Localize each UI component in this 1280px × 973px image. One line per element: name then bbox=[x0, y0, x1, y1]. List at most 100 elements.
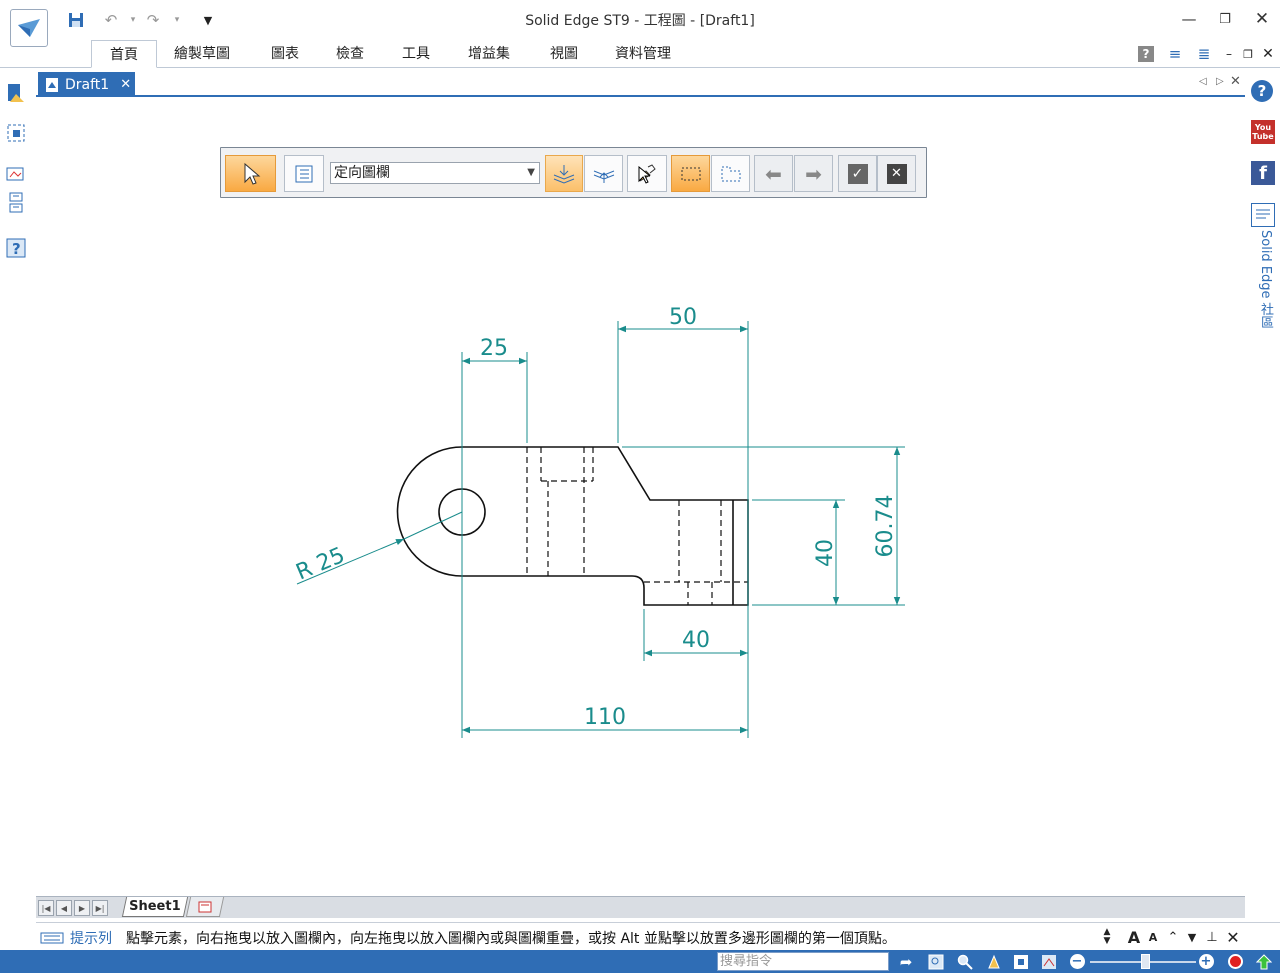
layers-icon[interactable] bbox=[3, 162, 29, 188]
tab-data-management[interactable]: 資料管理 bbox=[615, 46, 671, 62]
next-sheet-icon[interactable]: ▶ bbox=[74, 900, 90, 916]
polygon-fence-button[interactable] bbox=[711, 155, 750, 192]
undo-dropdown-icon[interactable]: ▾ bbox=[130, 15, 136, 25]
collapse-down-icon[interactable]: ▼ bbox=[1187, 930, 1197, 944]
pan-icon[interactable] bbox=[985, 953, 1003, 970]
arrow-left-icon: ⬅ bbox=[765, 161, 782, 186]
restore-icon[interactable]: ❐ bbox=[1219, 11, 1231, 27]
view-style-icon[interactable] bbox=[1040, 953, 1058, 970]
tab-tools[interactable]: 工具 bbox=[402, 46, 430, 62]
prompt-close-icon[interactable]: ✕ bbox=[1226, 927, 1240, 947]
selection-filter-dropdown[interactable]: 定向圖欄 ▼ bbox=[330, 162, 540, 184]
facebook-icon[interactable]: f bbox=[1251, 161, 1275, 185]
select-overlap-button[interactable] bbox=[584, 155, 623, 192]
undo-icon[interactable]: ↶ bbox=[104, 11, 118, 29]
help-circle-icon[interactable]: ? bbox=[1251, 80, 1273, 102]
pin-icon[interactable]: ⊥ bbox=[1206, 929, 1218, 945]
left-tool-bar: ? bbox=[0, 70, 36, 950]
doc-minimize-icon[interactable]: – bbox=[1226, 47, 1232, 61]
community-icon[interactable] bbox=[1251, 203, 1275, 227]
prompt-scroll-icon[interactable]: ▲▼ bbox=[1103, 927, 1111, 946]
dimension-lines bbox=[296, 321, 905, 738]
application-button[interactable] bbox=[10, 9, 48, 47]
cancel-button[interactable]: ✕ bbox=[877, 155, 916, 192]
zoom-area-icon[interactable] bbox=[927, 953, 945, 970]
save-icon[interactable] bbox=[66, 10, 86, 30]
redo-icon[interactable]: ↷ bbox=[146, 11, 160, 29]
sheet-tab-sheet1[interactable]: Sheet1 bbox=[121, 897, 189, 917]
zoom-in-icon[interactable]: + bbox=[1197, 953, 1215, 970]
part-outline[interactable] bbox=[396, 446, 749, 606]
font-larger-icon[interactable]: A bbox=[1127, 927, 1141, 947]
zoom-slider-thumb[interactable] bbox=[1141, 954, 1150, 969]
dim-r25-text[interactable]: R 25 bbox=[293, 543, 349, 586]
minimize-icon[interactable]: — bbox=[1181, 10, 1197, 28]
grid-icon[interactable] bbox=[3, 190, 29, 216]
select-inside-button[interactable] bbox=[545, 155, 583, 192]
dim-40-horizontal-text[interactable]: 40 bbox=[682, 628, 710, 653]
customize-qat-icon[interactable]: ▼ bbox=[203, 13, 213, 27]
command-search-input[interactable]: 搜尋指令 bbox=[717, 952, 889, 971]
redo-dropdown-icon[interactable]: ▾ bbox=[174, 15, 180, 25]
tab-close-all-icon[interactable]: ✕ bbox=[1230, 74, 1241, 89]
prev-sheet-icon[interactable]: ◀ bbox=[56, 900, 72, 916]
window-arrange-icon[interactable]: ≣ bbox=[1197, 45, 1211, 63]
hidden-lines[interactable] bbox=[526, 447, 748, 605]
command-go-icon[interactable]: ➦ bbox=[899, 952, 913, 971]
highlight-button[interactable] bbox=[627, 155, 667, 192]
library-icon[interactable] bbox=[3, 80, 29, 106]
options-button[interactable] bbox=[284, 155, 324, 192]
previous-button[interactable]: ⬅ bbox=[754, 155, 793, 192]
zoom-icon[interactable] bbox=[956, 953, 974, 970]
next-button[interactable]: ➡ bbox=[794, 155, 833, 192]
tab-sketch[interactable]: 繪製草圖 bbox=[174, 46, 230, 62]
accept-button[interactable]: ✓ bbox=[838, 155, 877, 192]
layers-up-icon bbox=[593, 170, 614, 183]
dim-25-text[interactable]: 25 bbox=[480, 336, 508, 361]
rectangle-fence-icon bbox=[681, 167, 700, 180]
ribbon-options-icon[interactable]: ≡ bbox=[1168, 45, 1182, 63]
zoom-out-icon[interactable]: − bbox=[1068, 953, 1086, 970]
tab-scroll-left-icon[interactable]: ◁ bbox=[1199, 76, 1207, 87]
doc-restore-icon[interactable]: ❐ bbox=[1243, 47, 1253, 61]
tab-home[interactable]: 首頁 bbox=[91, 40, 157, 68]
rectangle-fence-button[interactable] bbox=[671, 155, 710, 192]
tab-view[interactable]: 視圖 bbox=[550, 46, 578, 62]
prompt-label: 提示列 bbox=[40, 928, 112, 948]
last-sheet-icon[interactable]: ▶| bbox=[92, 900, 108, 916]
document-tab-label: Draft1 bbox=[65, 76, 110, 93]
record-icon[interactable] bbox=[1226, 953, 1244, 970]
doc-close-icon[interactable]: ✕ bbox=[1262, 46, 1274, 62]
fit-icon[interactable] bbox=[1012, 953, 1030, 970]
dim-50-text[interactable]: 50 bbox=[669, 305, 697, 330]
dim-40-vertical-text[interactable]: 40 bbox=[813, 539, 838, 567]
tab-inspect[interactable]: 檢查 bbox=[336, 46, 364, 62]
command-bar: 定向圖欄 ▼ ⬅ ➡ ✓ ✕ bbox=[220, 147, 927, 198]
first-sheet-icon[interactable]: |◀ bbox=[38, 900, 54, 916]
document-tab-close-icon[interactable]: ✕ bbox=[120, 77, 132, 92]
font-smaller-icon[interactable]: A bbox=[1148, 930, 1158, 944]
draft-document-icon bbox=[46, 77, 58, 92]
help-icon[interactable]: ? bbox=[1138, 46, 1154, 62]
close-icon[interactable]: ✕ bbox=[1254, 9, 1270, 29]
upload-icon[interactable] bbox=[1255, 953, 1273, 970]
dimension-texts[interactable]: 25 50 40 60.74 40 110 R 25 bbox=[293, 305, 898, 730]
dim-110-text[interactable]: 110 bbox=[584, 705, 626, 730]
tab-add-ins[interactable]: 增益集 bbox=[468, 46, 510, 62]
ribbon-tab-bar: 首頁 繪製草圖 圖表 檢查 工具 增益集 視圖 資料管理 bbox=[0, 40, 1280, 68]
select-pointer-button[interactable] bbox=[225, 155, 276, 192]
tab-draft1[interactable]: Draft1 ✕ bbox=[38, 72, 135, 97]
prompt-bar: 提示列 點擊元素，向右拖曳以放入圖欄內，向左拖曳以放入圖欄內或與圖欄重疊，或按 … bbox=[36, 922, 1280, 950]
drawing-canvas[interactable] bbox=[36, 98, 1245, 896]
tab-diagram[interactable]: 圖表 bbox=[271, 46, 299, 62]
expand-up-icon[interactable]: ⌃ bbox=[1167, 929, 1179, 945]
add-sheet-button[interactable] bbox=[185, 897, 225, 917]
select-tool-icon[interactable] bbox=[3, 120, 29, 146]
query-icon[interactable]: ? bbox=[3, 235, 29, 261]
community-label[interactable]: Solid Edge 社區 bbox=[1258, 230, 1273, 329]
arrow-right-icon: ➡ bbox=[805, 161, 822, 186]
tab-scroll-right-icon[interactable]: ▷ bbox=[1216, 76, 1224, 87]
dim-60-74-text[interactable]: 60.74 bbox=[873, 495, 898, 558]
